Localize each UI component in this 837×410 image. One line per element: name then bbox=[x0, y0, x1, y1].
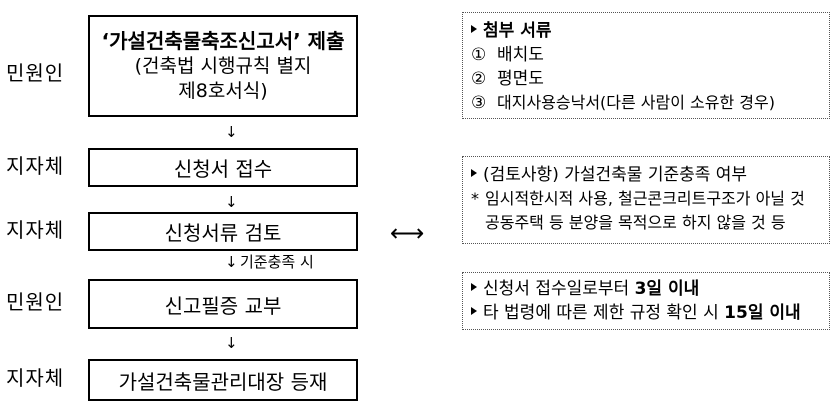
note-documents-header-row: 첨부 서류 bbox=[471, 19, 821, 43]
note-review-line-1: * 임시적한시적 사용, 철근콘크리트구조가 아닐 것 bbox=[471, 187, 821, 211]
step-register-title: 가설건축물관리대장 등재 bbox=[118, 369, 328, 394]
item-text: 대지사용승낙서(다른 사람이 소유한 경우) bbox=[497, 93, 775, 112]
actor-label-1: 민원인 bbox=[6, 61, 65, 85]
item-number: ② bbox=[471, 69, 487, 89]
step-submit-sub2: 제8호서식) bbox=[178, 80, 268, 102]
step-register-box: 가설건축물관리대장 등재 bbox=[88, 359, 358, 401]
step-review-title: 신청서류 검토 bbox=[164, 221, 282, 245]
triangle-bullet-icon bbox=[471, 169, 477, 177]
note-documents: 첨부 서류 ① 배치도 ② 평면도 ③ 대지사용승낙서(다른 사람이 소유한 경우) bbox=[462, 12, 830, 119]
flow-arrow-2: ↓ bbox=[225, 193, 238, 211]
note-review-text-1: 임시적한시적 사용, 철근콘크리트구조가 아닐 것 bbox=[485, 189, 805, 208]
triangle-bullet-icon bbox=[471, 307, 477, 315]
actor-label-3: 지자체 bbox=[6, 218, 65, 242]
actor-label-4: 민원인 bbox=[6, 290, 65, 314]
item-text: 배치도 bbox=[497, 45, 544, 65]
step-certificate-box: 신고필증 교부 bbox=[88, 279, 358, 329]
actor-label-2: 지자체 bbox=[6, 154, 65, 178]
note-documents-header: 첨부 서류 bbox=[483, 21, 552, 41]
note-documents-item-1: ① 배치도 bbox=[471, 43, 821, 67]
note-review-text-2: 공동주택 등 분양을 목적으로 하지 않을 것 등 bbox=[485, 213, 786, 232]
step-submit-sub1: (건축법 시행규칙 별지 bbox=[134, 55, 312, 77]
step-receive-title: 신청서 접수 bbox=[173, 157, 273, 181]
item-text: 평면도 bbox=[497, 69, 544, 89]
flow-arrow-3: ↓ bbox=[225, 253, 238, 271]
note-timing-bold-2: 15일 이내 bbox=[724, 303, 801, 323]
note-timing-bold-1: 3일 이내 bbox=[634, 279, 700, 299]
step-certificate-title: 신고필증 교부 bbox=[164, 293, 282, 318]
note-timing-line-1: 신청서 접수일로부터 3일 이내 bbox=[471, 277, 821, 301]
double-arrow-icon: ⟷ bbox=[390, 219, 425, 247]
condition-label: 기준충족 시 bbox=[240, 253, 314, 271]
step-review-box: 신청서류 검토 bbox=[88, 212, 358, 251]
triangle-bullet-icon bbox=[471, 25, 477, 33]
actor-label-5: 지자체 bbox=[6, 366, 65, 390]
note-review-line-2: 공동주택 등 분양을 목적으로 하지 않을 것 등 bbox=[471, 211, 821, 235]
note-review: (검토사항) 가설건축물 기준충족 여부 * 임시적한시적 사용, 철근콘크리트구… bbox=[462, 156, 830, 244]
step-receive-box: 신청서 접수 bbox=[88, 148, 358, 187]
note-review-header: (검토사항) 가설건축물 기준충족 여부 bbox=[483, 165, 748, 185]
asterisk: * bbox=[471, 189, 479, 208]
note-review-header-row: (검토사항) 가설건축물 기준충족 여부 bbox=[471, 163, 821, 187]
note-timing: 신청서 접수일로부터 3일 이내 타 법령에 따른 제한 규정 확인 시 15일… bbox=[462, 272, 830, 330]
step-submit-box: ‘가설건축물축조신고서’ 제출 (건축법 시행규칙 별지 제8호서식) bbox=[88, 15, 358, 117]
item-number: ③ bbox=[471, 93, 487, 113]
note-documents-item-2: ② 평면도 bbox=[471, 67, 821, 91]
flow-arrow-4: ↓ bbox=[225, 334, 238, 352]
note-documents-item-3: ③ 대지사용승낙서(다른 사람이 소유한 경우) bbox=[471, 91, 821, 115]
note-timing-text-2: 타 법령에 따른 제한 규정 확인 시 bbox=[483, 303, 725, 323]
flow-arrow-1: ↓ bbox=[225, 123, 238, 141]
note-timing-text-1: 신청서 접수일로부터 bbox=[483, 279, 635, 299]
triangle-bullet-icon bbox=[471, 283, 477, 291]
note-timing-line-2: 타 법령에 따른 제한 규정 확인 시 15일 이내 bbox=[471, 301, 821, 325]
item-number: ① bbox=[471, 45, 487, 65]
step-submit-title: ‘가설건축물축조신고서’ 제출 bbox=[101, 29, 345, 53]
